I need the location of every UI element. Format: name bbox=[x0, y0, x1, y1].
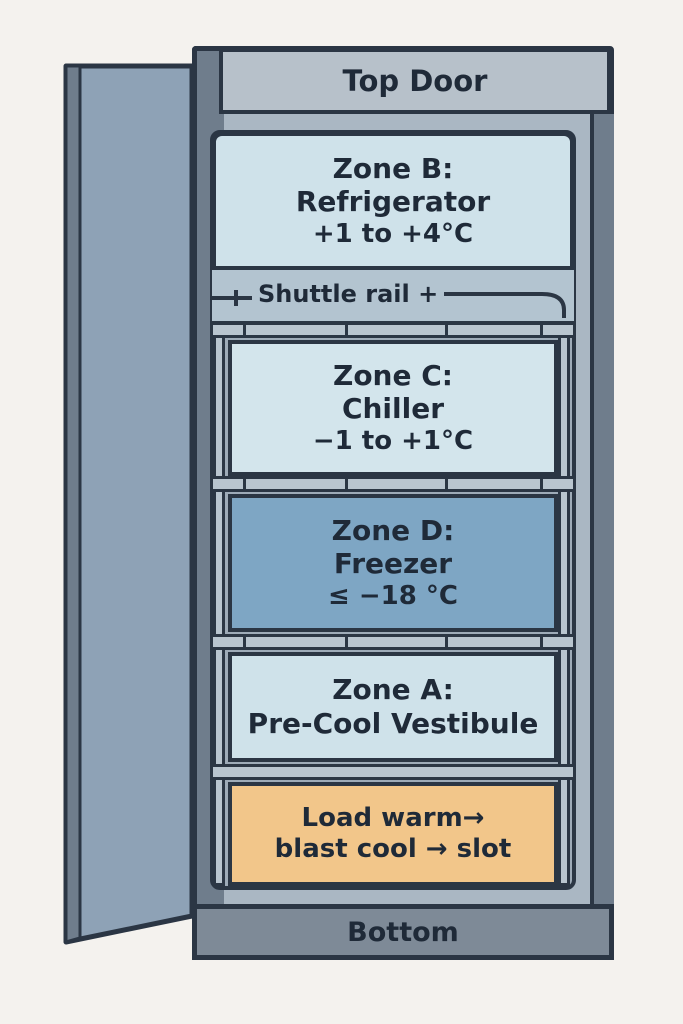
top-door: Top Door bbox=[219, 48, 611, 114]
shelf-3-tick bbox=[445, 634, 448, 650]
shelf-1-tick bbox=[243, 322, 246, 338]
shelf-1-tick bbox=[540, 322, 543, 338]
load-box-line-1: Load warm→ bbox=[301, 802, 485, 833]
shelf-4 bbox=[213, 764, 573, 780]
zone-d-temp: ≤ −18 °C bbox=[328, 581, 458, 611]
zone-c-name: Chiller bbox=[341, 392, 445, 426]
zone-a-name: Pre-Cool Vestibule bbox=[247, 707, 539, 740]
zone-c-temp: −1 to +1°C bbox=[312, 426, 474, 456]
shelf-3 bbox=[213, 634, 573, 650]
shelf-2-tick bbox=[345, 476, 348, 492]
zone-b-title: Zone B: bbox=[332, 151, 454, 185]
shuttle-rail-line bbox=[212, 290, 566, 318]
top-door-label: Top Door bbox=[342, 64, 488, 98]
shuttle-rail-label: Shuttle rail + bbox=[258, 280, 439, 308]
bottom-bar: Bottom bbox=[192, 904, 614, 960]
load-warm-box: Load warm→ blast cool → slot bbox=[228, 782, 558, 886]
shelf-2-tick bbox=[540, 476, 543, 492]
zone-d-title: Zone D: bbox=[331, 513, 455, 547]
shelf-1-tick bbox=[345, 322, 348, 338]
zone-c-title: Zone C: bbox=[333, 358, 453, 392]
zone-b-name: Refrigerator bbox=[295, 185, 491, 219]
cabinet-right-edge bbox=[590, 114, 614, 910]
left-rail-post bbox=[213, 270, 225, 886]
shelf-2-tick bbox=[445, 476, 448, 492]
zone-d-name: Freezer bbox=[333, 547, 453, 581]
zone-a-title: Zone A: bbox=[332, 673, 454, 707]
zone-b-refrigerator: Zone B: Refrigerator +1 to +4°C bbox=[212, 132, 574, 270]
shelf-3-tick bbox=[540, 634, 543, 650]
shelf-3-tick bbox=[345, 634, 348, 650]
shelf-3-tick bbox=[243, 634, 246, 650]
shelf-2-tick bbox=[243, 476, 246, 492]
load-box-line-2: blast cool → slot bbox=[274, 834, 512, 864]
zone-a-pre-cool-vestibule: Zone A: Pre-Cool Vestibule bbox=[228, 652, 558, 762]
zone-d-freezer: Zone D: Freezer ≤ −18 °C bbox=[228, 494, 558, 632]
zone-c-chiller: Zone C: Chiller −1 to +1°C bbox=[228, 340, 558, 476]
bottom-label: Bottom bbox=[347, 916, 459, 948]
shelf-2 bbox=[213, 476, 573, 492]
shelf-1-tick bbox=[445, 322, 448, 338]
zone-b-temp: +1 to +4°C bbox=[312, 219, 474, 249]
shelf-1 bbox=[213, 322, 573, 338]
right-rail-post bbox=[558, 270, 570, 886]
